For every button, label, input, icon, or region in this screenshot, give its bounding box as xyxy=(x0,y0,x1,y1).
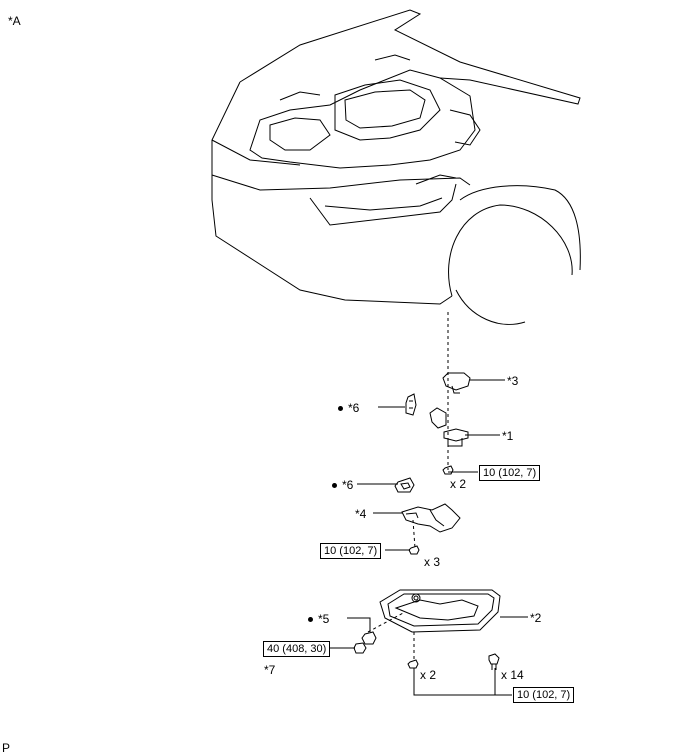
callout-2: *2 xyxy=(530,611,542,625)
drain-plug-part xyxy=(353,631,377,654)
guide-lines xyxy=(367,312,449,660)
sensor-part xyxy=(442,372,471,394)
callout-1: *1 xyxy=(502,429,514,443)
callout-6-lower-text: *6 xyxy=(342,478,354,492)
callout-6-lower: *6 xyxy=(332,478,353,492)
view-label: *A xyxy=(8,14,21,28)
nut-part xyxy=(407,465,454,669)
quantity-1: x 2 xyxy=(450,477,467,491)
callout-6-upper: *6 xyxy=(338,401,359,415)
bolt-part xyxy=(488,653,500,670)
gasket-part xyxy=(394,477,415,493)
non-reusable-marker xyxy=(308,617,313,623)
callout-5: *5 xyxy=(308,612,329,626)
quantity-2: x 3 xyxy=(424,555,441,569)
strainer-part xyxy=(401,503,461,533)
callout-7: *7 xyxy=(264,663,276,677)
clip-part-upper xyxy=(405,393,417,416)
non-reusable-marker xyxy=(338,406,343,412)
torque-box-1: 10 (102, 7) xyxy=(479,465,541,481)
corner-code: P xyxy=(2,741,11,755)
vehicle-illustration xyxy=(211,9,581,325)
quantity-3: x 2 xyxy=(420,668,437,682)
torque-box-2: 10 (102, 7) xyxy=(320,543,382,559)
callout-6-upper-text: *6 xyxy=(348,401,360,415)
quantity-4: x 14 xyxy=(501,668,524,682)
callout-5-text: *5 xyxy=(318,612,330,626)
torque-box-3: 10 (102, 7) xyxy=(513,687,575,703)
oil-pan-part xyxy=(379,589,501,633)
callout-3: *3 xyxy=(507,374,519,388)
callout-4: *4 xyxy=(355,507,367,521)
non-reusable-marker xyxy=(332,483,337,489)
torque-box-4: 40 (408, 30) xyxy=(263,641,331,657)
bracket-part xyxy=(429,407,469,447)
leader-lines xyxy=(330,379,528,696)
